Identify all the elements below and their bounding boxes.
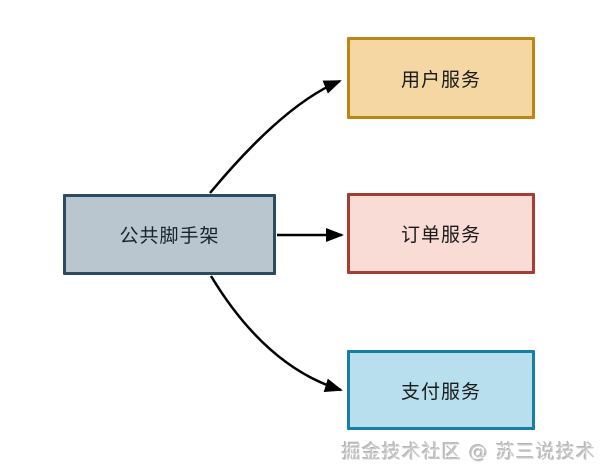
node-payment-service: 支付服务	[347, 350, 535, 430]
watermark: 掘金技术社区 @ 苏三说技术	[341, 441, 596, 463]
node-common-scaffold: 公共脚手架	[63, 194, 276, 275]
node-order-service: 订单服务	[347, 193, 535, 274]
arrow-scaffold-to-user-service	[209, 79, 342, 194]
node-user-service-label: 用户服务	[400, 68, 481, 91]
arrow-scaffold-to-payment-service	[209, 275, 343, 392]
node-common-scaffold-label: 公共脚手架	[119, 225, 220, 247]
node-payment-service-label: 支付服务	[400, 380, 481, 403]
node-user-service: 用户服务	[347, 37, 535, 119]
node-order-service-label: 订单服务	[400, 224, 481, 246]
